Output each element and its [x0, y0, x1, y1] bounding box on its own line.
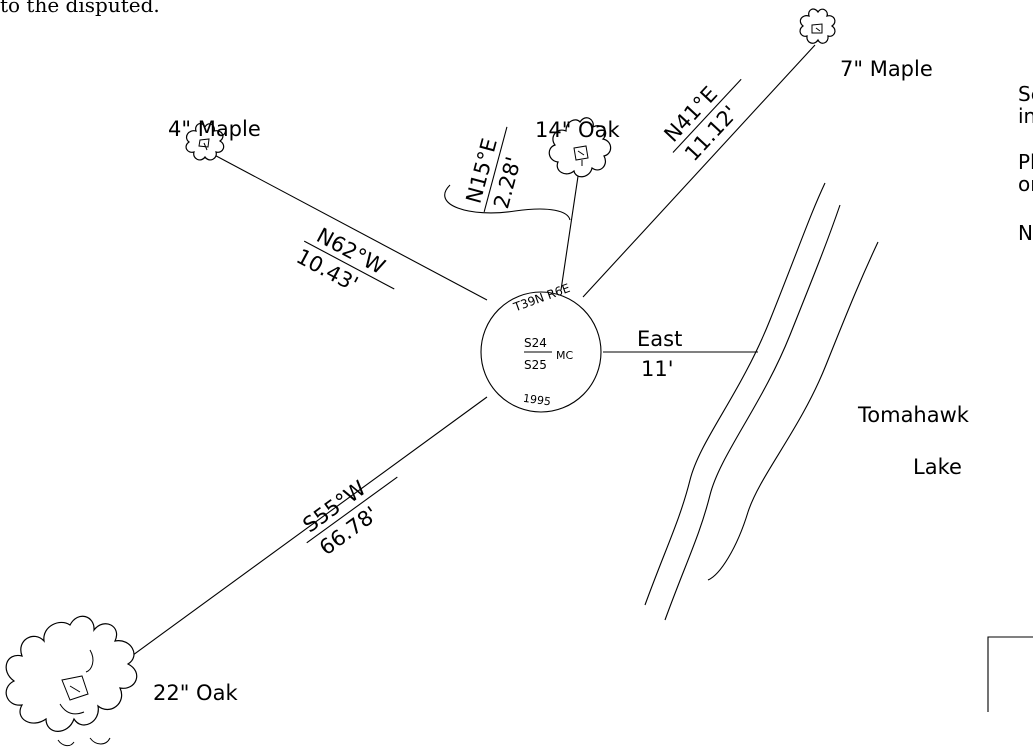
- corner-township-range: T39N R6E: [511, 281, 572, 315]
- corner-mark: MC: [556, 349, 573, 362]
- tree-oak-22-icon: [5, 615, 138, 747]
- lake-name-line2: Lake: [913, 455, 962, 479]
- lake-name-line1: Tomahawk: [857, 403, 970, 427]
- bearing-east-direction: East: [637, 327, 682, 351]
- label-maple-7: 7" Maple: [840, 57, 933, 81]
- tree-maple-7-icon: [799, 8, 836, 44]
- bearing-east-distance: 11': [641, 357, 674, 381]
- right-text-pl: Pl: [1018, 150, 1033, 174]
- tree-oak-14-icon: [548, 117, 612, 178]
- right-text-ne: Ne: [1018, 221, 1033, 245]
- corner-section-top: S24: [524, 336, 547, 350]
- label-oak-22: 22" Oak: [153, 681, 238, 705]
- right-text-se: Se: [1018, 82, 1033, 106]
- line-s55w: [84, 396, 488, 691]
- tree-maple-4-icon: [185, 123, 225, 161]
- corner-year: 1995: [522, 392, 552, 409]
- line-n62w: [204, 149, 488, 301]
- line-n41e: [582, 44, 816, 298]
- top-fragment-text: to the disputed.: [0, 0, 160, 17]
- legend-box-edge: [987, 636, 1033, 712]
- lake-shoreline: [644, 182, 879, 621]
- label-oak-14: 14" Oak: [535, 118, 620, 142]
- n15e-leader: [444, 184, 571, 221]
- right-text-or: or: [1018, 172, 1033, 196]
- section-corner-monument: [480, 291, 602, 413]
- label-maple-4: 4" Maple: [168, 117, 261, 141]
- corner-section-bottom: S25: [524, 358, 547, 372]
- right-text-in: in: [1018, 104, 1033, 128]
- line-n15e: [560, 162, 581, 291]
